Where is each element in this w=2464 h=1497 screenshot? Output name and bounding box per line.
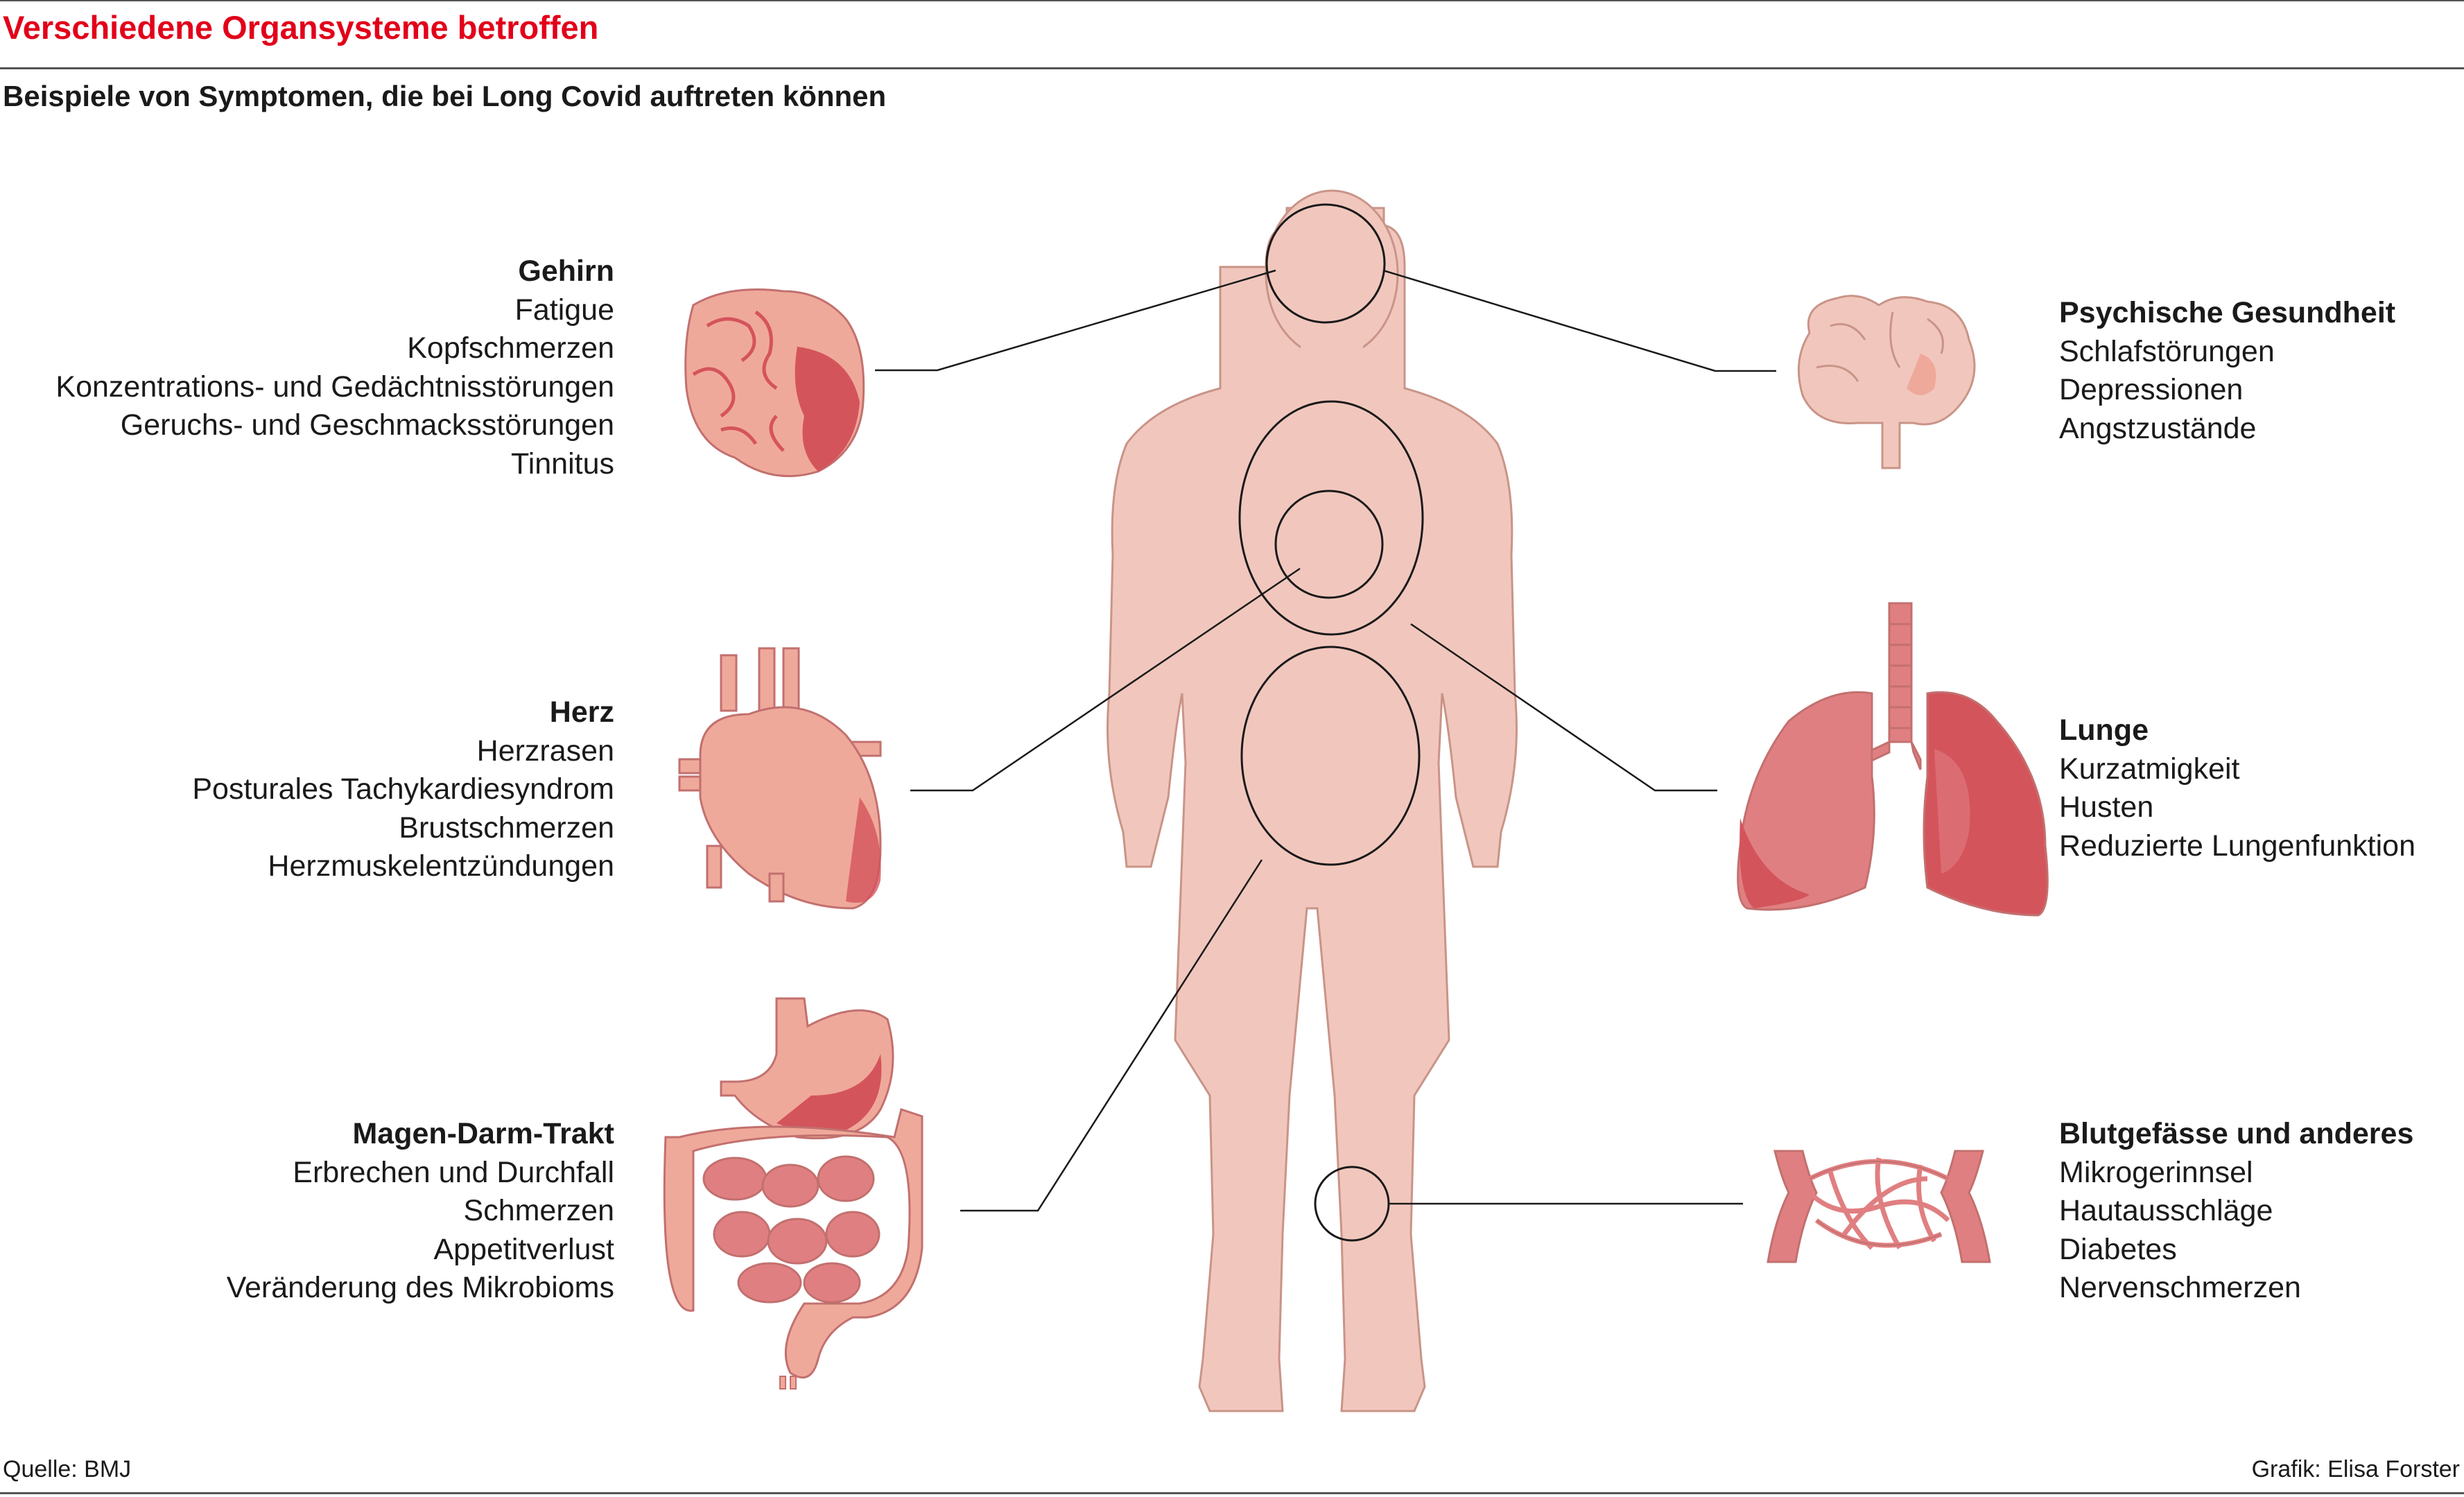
mind-symptoms: Psychische Gesundheit Schlafstörungen De… (2059, 294, 2395, 448)
heart-symptom: Herzrasen (476, 734, 614, 768)
brain-heading: Gehirn (518, 254, 614, 288)
brain-symptom: Fatigue (514, 293, 614, 327)
gut-symptom: Erbrechen und Durchfall (293, 1155, 614, 1189)
mind-symptom: Depressionen (2059, 373, 2244, 406)
vessels-symptom: Hautausschläge (2059, 1194, 2273, 1227)
vessels-symptom: Diabetes (2059, 1232, 2177, 1266)
brain-symptom: Konzentrations- und Gedächtnisstörungen (55, 370, 614, 404)
lung-symptom: Husten (2059, 790, 2154, 824)
heart-symptoms: Herz Herzrasen Posturales Tachykardiesyn… (192, 693, 614, 886)
credit-note: Grafik: Elisa Forster (2251, 1456, 2460, 1482)
gut-symptom: Appetitverlust (433, 1232, 614, 1266)
gut-symptom: Veränderung des Mikrobioms (226, 1271, 614, 1304)
vessels-icon (1767, 1150, 1991, 1263)
lung-symptom: Reduzierte Lungenfunktion (2059, 829, 2415, 863)
head-shape (1265, 189, 1399, 358)
brain-symptoms: Gehirn Fatigue Kopfschmerzen Konzentrati… (55, 252, 614, 483)
head-circle (1265, 203, 1386, 324)
title-rule (0, 67, 2464, 69)
lung-connector (1410, 623, 1717, 792)
gut-icon (663, 997, 923, 1390)
gut-heading: Magen-Darm-Trakt (352, 1117, 614, 1150)
source-note: Quelle: BMJ (3, 1456, 132, 1482)
gut-symptoms: Magen-Darm-Trakt Erbrechen und Durchfall… (227, 1115, 614, 1308)
page-subtitle: Beispiele von Symptomen, die bei Long Co… (3, 80, 887, 112)
brain-icon (684, 288, 865, 478)
lung-symptom: Kurzatmigkeit (2059, 752, 2240, 786)
neck-shape (1301, 340, 1363, 402)
chest-ellipse (1238, 400, 1424, 636)
lungs-icon (1737, 602, 2049, 917)
body-target-circles (1238, 203, 1424, 1242)
vessels-symptom: Mikrogerinnsel (2059, 1155, 2253, 1189)
gut-symptom: Schmerzen (463, 1194, 614, 1227)
lung-heading: Lunge (2059, 713, 2149, 747)
mind-symptom: Schlafstörungen (2059, 334, 2275, 368)
heart-symptom: Posturales Tachykardiesyndrom (192, 772, 614, 806)
human-body (1107, 207, 1518, 1412)
mind-symptom: Angstzustände (2059, 411, 2257, 445)
abdomen-ellipse (1240, 646, 1421, 866)
vessels-symptoms: Blutgefässe und anderes Mikrogerinnsel H… (2059, 1115, 2413, 1308)
heart-icon (678, 647, 882, 910)
brain-symptom: Kopfschmerzen (407, 331, 614, 365)
brain-symptom: Tinnitus (511, 447, 614, 481)
gut-connector (960, 859, 1263, 1212)
brain-side-icon (1797, 295, 1976, 469)
mind-heading: Psychische Gesundheit (2059, 296, 2396, 329)
mind-connector (1382, 269, 1776, 372)
lung-symptoms: Lunge Kurzatmigkeit Husten Reduzierte Lu… (2059, 711, 2415, 865)
vessels-symptom: Nervenschmerzen (2059, 1271, 2301, 1304)
heart-symptom: Brustschmerzen (399, 811, 614, 845)
brain-connector (875, 269, 1276, 372)
connector-lines (875, 269, 1776, 1212)
page-title: Verschiedene Organsysteme betroffen (3, 9, 599, 46)
heart-symptom: Herzmuskelentzündungen (268, 849, 614, 883)
heart-heading: Herz (549, 695, 614, 729)
heart-circle (1274, 490, 1384, 599)
heart-connector (910, 567, 1301, 792)
vessels-heading: Blutgefässe und anderes (2059, 1117, 2414, 1150)
top-rule (0, 0, 2464, 1)
bottom-rule (0, 1492, 2464, 1494)
brain-symptom: Geruchs- und Geschmacksstörungen (120, 408, 614, 442)
